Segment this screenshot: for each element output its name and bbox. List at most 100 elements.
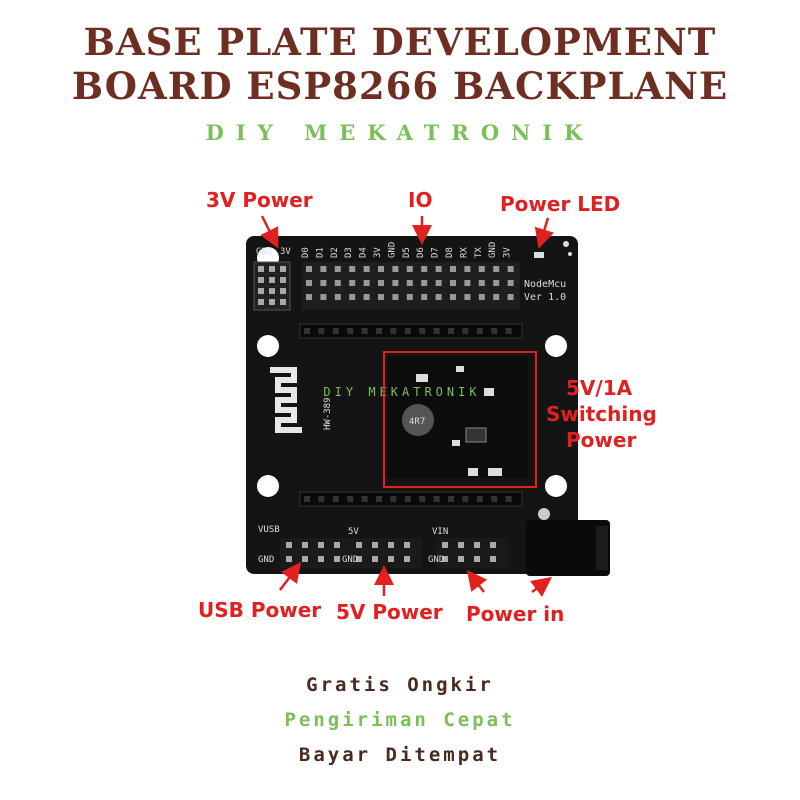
header-pin <box>318 556 324 562</box>
pin-label: GND <box>256 247 272 257</box>
header-pin <box>349 266 356 272</box>
header-pin <box>404 556 410 562</box>
header-pin <box>388 542 394 548</box>
header-pin <box>464 266 471 272</box>
arrow-power-in-right <box>530 577 552 597</box>
header-pin <box>493 266 500 272</box>
header-pin <box>406 294 413 300</box>
pin-label: D4 <box>359 247 369 258</box>
pin-label: TX <box>474 247 484 258</box>
header-pin <box>363 266 370 272</box>
mounting-hole <box>545 475 567 497</box>
header-pin <box>349 294 356 300</box>
header-pin <box>334 556 340 562</box>
pin-label: D7 <box>431 247 441 258</box>
svg-text:GND: GND <box>428 555 444 565</box>
arrow-power-led <box>534 217 554 249</box>
header-pin <box>320 294 327 300</box>
header-pin <box>320 280 327 286</box>
pin-label: GND <box>488 242 498 258</box>
header-pin <box>302 556 308 562</box>
power-led <box>534 252 544 258</box>
arrow-usb-power <box>279 562 301 591</box>
header-pin <box>490 542 496 548</box>
header-pin <box>435 280 442 286</box>
header-pin <box>349 280 356 286</box>
io-header <box>302 262 520 310</box>
header-pin <box>421 266 428 272</box>
pin-label: D5 <box>402 247 412 258</box>
header-pin <box>378 280 384 286</box>
brand-subtitle: DIY MEKATRONIK <box>205 120 595 145</box>
pin-label: D3 <box>344 247 354 258</box>
header-pin <box>378 266 384 272</box>
header-pin <box>421 294 428 300</box>
header-pin <box>478 280 485 286</box>
callout-usb-power: USB Power <box>198 598 322 622</box>
header-pin <box>406 280 413 286</box>
callout-3v-power: 3V Power <box>206 188 313 212</box>
pin-label: D6 <box>416 247 426 258</box>
pin-label: D0 <box>301 247 311 258</box>
footer-fast-delivery: Pengiriman Cepat <box>284 709 516 731</box>
header-pin <box>388 556 394 562</box>
header-pin <box>306 280 312 286</box>
footer-free-shipping: Gratis Ongkir <box>306 674 494 696</box>
callout-power-led: Power LED <box>500 192 621 216</box>
pin-label: 3V <box>503 247 513 258</box>
header-pin <box>442 556 448 562</box>
header-pin <box>450 280 456 286</box>
svg-text:VIN: VIN <box>432 527 448 537</box>
header-pin <box>507 266 514 272</box>
pin-label: D8 <box>445 247 455 258</box>
board-watermark: DIY MEKATRONIK <box>323 385 480 399</box>
header-pin <box>421 280 428 286</box>
header-pin <box>478 266 485 272</box>
header-pin <box>450 294 456 300</box>
pin-label: 3V <box>280 247 291 257</box>
header-pin <box>372 542 378 548</box>
mounting-hole <box>545 335 567 357</box>
header-pin <box>306 266 312 272</box>
switching-power-highlight <box>383 351 537 488</box>
arrow-power-in-left <box>466 570 488 593</box>
header-pin <box>286 556 292 562</box>
header-pin <box>302 542 308 548</box>
header-pin <box>493 294 500 300</box>
callout-switching-line-1: 5V/1A <box>566 376 633 400</box>
header-pin <box>464 280 471 286</box>
callout-switching-line-3: Power <box>566 428 637 452</box>
mounting-hole <box>257 335 279 357</box>
pin-label: D1 <box>315 247 325 258</box>
header-pin <box>286 542 292 548</box>
inductor <box>402 404 434 436</box>
header-pin <box>458 542 464 548</box>
mounting-hole <box>257 475 279 497</box>
callout-io: IO <box>408 188 433 212</box>
header-pin <box>318 542 324 548</box>
footer-cash-on-delivery: Bayar Ditempat <box>298 744 502 766</box>
pin-label: 3V <box>373 247 383 258</box>
callout-switching-line-2: Switching <box>546 402 657 426</box>
svg-text:VUSB: VUSB <box>258 525 280 535</box>
dc-barrel-jack <box>526 520 610 576</box>
svg-text:5V: 5V <box>348 527 359 537</box>
header-pin <box>458 556 464 562</box>
product-title-line-1: BASE PLATE DEVELOPMENT <box>83 20 717 64</box>
header-pin <box>406 266 413 272</box>
svg-text:GND: GND <box>342 555 358 565</box>
header-pin <box>507 280 514 286</box>
header-pin <box>493 280 500 286</box>
callout-5v-power: 5V Power <box>336 600 443 624</box>
header-pin <box>392 280 399 286</box>
header-pin <box>474 542 480 548</box>
board-version-label: Ver 1.0 <box>524 292 566 303</box>
header-pin <box>320 266 327 272</box>
header-pin <box>363 294 370 300</box>
header-pin <box>507 294 514 300</box>
header-pin <box>334 294 341 300</box>
header-pin <box>474 556 480 562</box>
header-pin <box>404 542 410 548</box>
antenna-logo <box>270 367 302 433</box>
